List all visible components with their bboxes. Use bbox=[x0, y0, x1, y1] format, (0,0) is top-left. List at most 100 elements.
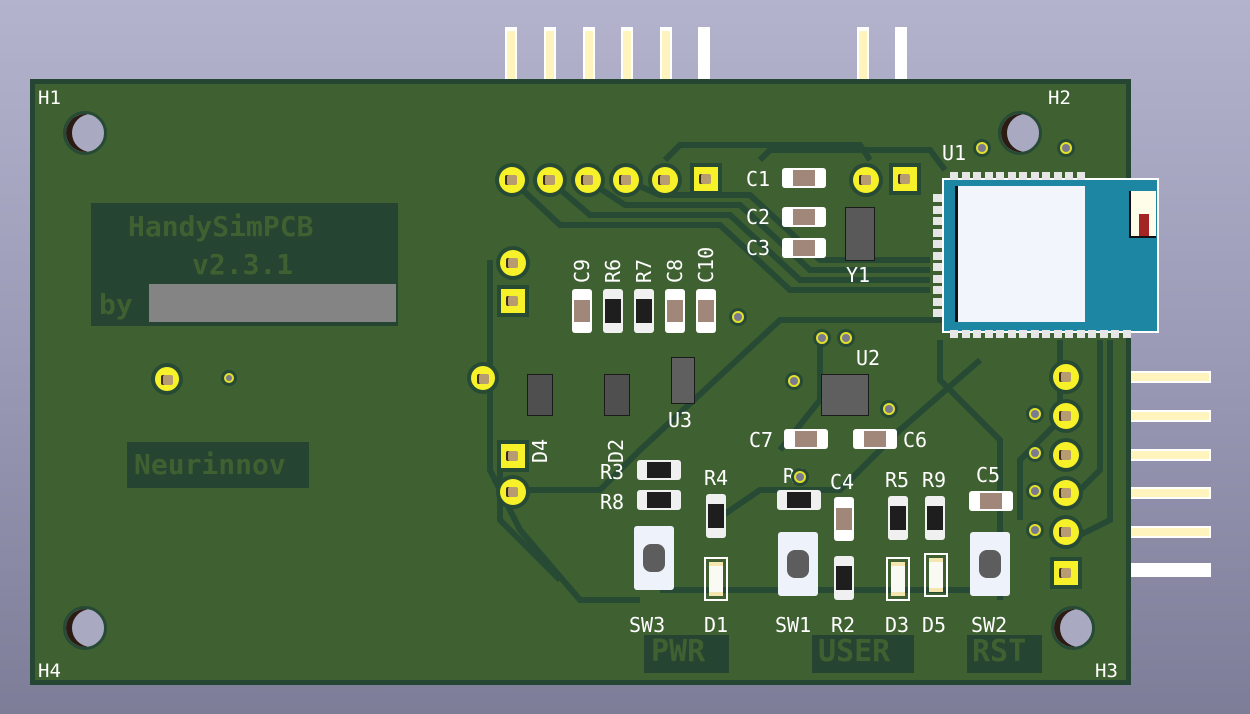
trace bbox=[512, 317, 950, 493]
header-pad-square bbox=[893, 167, 917, 191]
capacitor[interactable] bbox=[969, 491, 1013, 511]
ref-label: C8 bbox=[663, 258, 687, 283]
mounting-hole-label: H4 bbox=[38, 660, 61, 682]
trace bbox=[585, 177, 930, 273]
capacitor[interactable] bbox=[782, 207, 826, 227]
header-pad bbox=[613, 167, 639, 193]
header-pin bbox=[1131, 410, 1211, 422]
led[interactable] bbox=[704, 557, 728, 601]
capacitor[interactable] bbox=[784, 429, 828, 449]
resistor[interactable] bbox=[777, 490, 821, 510]
via-large bbox=[155, 367, 179, 391]
rst-label: RST bbox=[972, 634, 1027, 669]
ref-label: R9 bbox=[922, 468, 947, 492]
header-pad bbox=[853, 167, 879, 193]
header-pad bbox=[499, 167, 525, 193]
via bbox=[885, 405, 893, 413]
led[interactable] bbox=[924, 553, 948, 597]
ref-label: R4 bbox=[704, 466, 729, 490]
ref-label: U2 bbox=[856, 346, 881, 370]
ref-label: D5 bbox=[922, 613, 947, 637]
pwr-label: PWR bbox=[651, 634, 706, 669]
author-prefix: by bbox=[99, 288, 133, 321]
header-pad bbox=[575, 167, 601, 193]
header-pad bbox=[1053, 442, 1079, 468]
trace bbox=[757, 147, 948, 172]
ref-label: C2 bbox=[746, 205, 771, 229]
via-large bbox=[471, 366, 495, 390]
mounting-hole bbox=[998, 111, 1042, 155]
ref-label: R3 bbox=[600, 460, 625, 484]
led[interactable] bbox=[886, 557, 910, 601]
header-pad bbox=[1053, 403, 1079, 429]
button-label-box bbox=[644, 635, 729, 673]
module-pads bbox=[933, 172, 1131, 338]
via bbox=[818, 334, 826, 342]
ref-label: C7 bbox=[749, 428, 774, 452]
header-pad bbox=[537, 167, 563, 193]
push-button[interactable] bbox=[970, 532, 1010, 596]
capacitor[interactable] bbox=[696, 289, 716, 333]
capacitor[interactable] bbox=[834, 497, 854, 541]
ref-label: U1 bbox=[942, 141, 967, 165]
ref-label: C10 bbox=[694, 246, 718, 283]
resistor[interactable] bbox=[925, 496, 945, 540]
header-pad-square bbox=[501, 444, 525, 468]
ref-label: R7 bbox=[632, 258, 656, 283]
via bbox=[842, 334, 850, 342]
ref-label: SW3 bbox=[629, 613, 666, 637]
crystal[interactable] bbox=[845, 207, 875, 261]
resistor[interactable] bbox=[603, 289, 623, 333]
resistor[interactable] bbox=[637, 460, 681, 480]
push-button[interactable] bbox=[778, 532, 818, 596]
via bbox=[1031, 410, 1039, 418]
header-pad bbox=[1053, 480, 1079, 506]
resistor[interactable] bbox=[634, 289, 654, 333]
ref-label: C4 bbox=[830, 470, 855, 494]
ref-label: SW2 bbox=[971, 613, 1008, 637]
diode[interactable] bbox=[527, 374, 553, 416]
trace bbox=[1068, 340, 1113, 543]
capacitor[interactable] bbox=[572, 289, 592, 333]
header-pin bbox=[1131, 487, 1211, 499]
header-pad bbox=[500, 250, 526, 276]
header-pin bbox=[1131, 449, 1211, 461]
user-label: USER bbox=[818, 634, 891, 669]
via bbox=[734, 313, 742, 321]
resistor[interactable] bbox=[706, 494, 726, 538]
capacitor[interactable] bbox=[782, 238, 826, 258]
via bbox=[790, 377, 798, 385]
ic-qfn[interactable] bbox=[821, 374, 869, 416]
trace bbox=[937, 340, 1003, 600]
trace bbox=[714, 357, 982, 523]
ref-label: R2 bbox=[831, 613, 856, 637]
push-button[interactable] bbox=[634, 526, 674, 590]
diode[interactable] bbox=[604, 374, 630, 416]
resistor[interactable] bbox=[888, 496, 908, 540]
header-pad bbox=[1053, 519, 1079, 545]
capacitor[interactable] bbox=[665, 289, 685, 333]
ref-label: C3 bbox=[746, 236, 771, 260]
mounting-hole bbox=[63, 111, 107, 155]
trace bbox=[509, 177, 930, 293]
header-pad-square bbox=[1054, 561, 1078, 585]
mounting-hole-label: H1 bbox=[38, 87, 61, 109]
capacitor[interactable] bbox=[853, 429, 897, 449]
resistor[interactable] bbox=[637, 490, 681, 510]
via bbox=[796, 473, 804, 481]
header-pin bbox=[1131, 526, 1211, 538]
via bbox=[1031, 487, 1039, 495]
ref-label: C9 bbox=[570, 258, 594, 283]
header-pin bbox=[1131, 563, 1211, 577]
ref-label: C5 bbox=[976, 463, 1001, 487]
via bbox=[1031, 526, 1039, 534]
capacitor[interactable] bbox=[782, 168, 826, 188]
resistor[interactable] bbox=[834, 556, 854, 600]
mounting-hole-label: H3 bbox=[1095, 660, 1118, 682]
ref-label: U3 bbox=[668, 408, 693, 432]
button-label-box bbox=[812, 635, 914, 673]
ic-sot23[interactable] bbox=[671, 357, 695, 404]
ref-label: R5 bbox=[885, 468, 910, 492]
trace bbox=[623, 177, 930, 263]
board-version: v2.3.1 bbox=[192, 248, 294, 281]
